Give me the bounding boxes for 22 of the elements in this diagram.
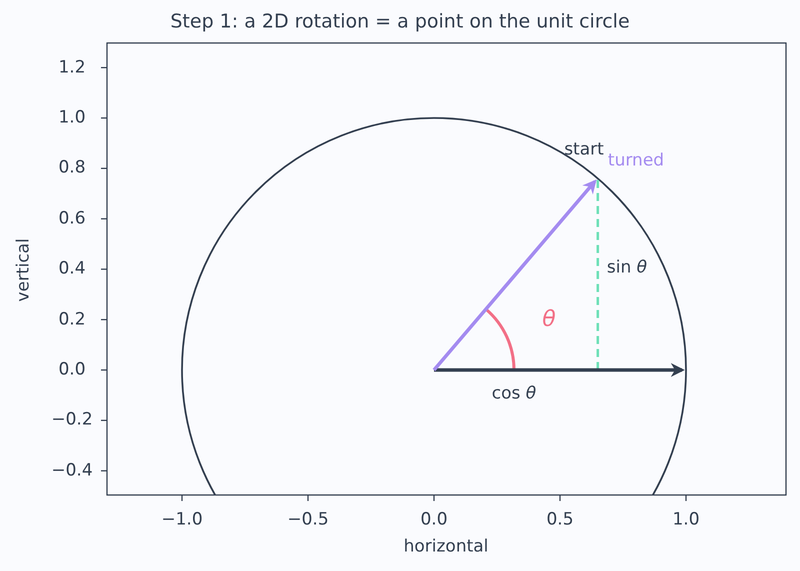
axis-tick-label: 0.0 [420, 510, 448, 530]
axis-tick-label: 0.5 [546, 510, 574, 530]
axis-tick-label: 0.6 [58, 209, 86, 228]
annotation-label: sin θ [606, 258, 648, 278]
axis-tick-label: 0.0 [58, 360, 86, 380]
axis-title: horizontal [404, 538, 488, 556]
axis-tick-label: −0.4 [51, 461, 93, 480]
angle-label: θ [542, 308, 556, 332]
axis-tick-label: 1.2 [58, 58, 86, 77]
axis-title: vertical [14, 238, 34, 302]
axis-tick-label: −0.2 [51, 411, 93, 430]
axis-tick-label: −0.5 [287, 510, 329, 530]
axis-tick-label: 1.0 [672, 510, 700, 530]
annotation-label: turned [608, 152, 664, 170]
axis-tick-label: 1.0 [58, 108, 86, 128]
annotation-label: start [564, 140, 604, 160]
axis-tick-label: 0.2 [58, 310, 86, 329]
chart-title: Step 1: a 2D rotation = a point on the unit circle [170, 12, 630, 32]
axis-tick-label: 0.8 [58, 159, 86, 178]
axis-tick-label: 0.4 [58, 260, 86, 279]
annotation-label: cos θ [492, 384, 536, 404]
axis-tick-label: −1.0 [161, 510, 203, 530]
